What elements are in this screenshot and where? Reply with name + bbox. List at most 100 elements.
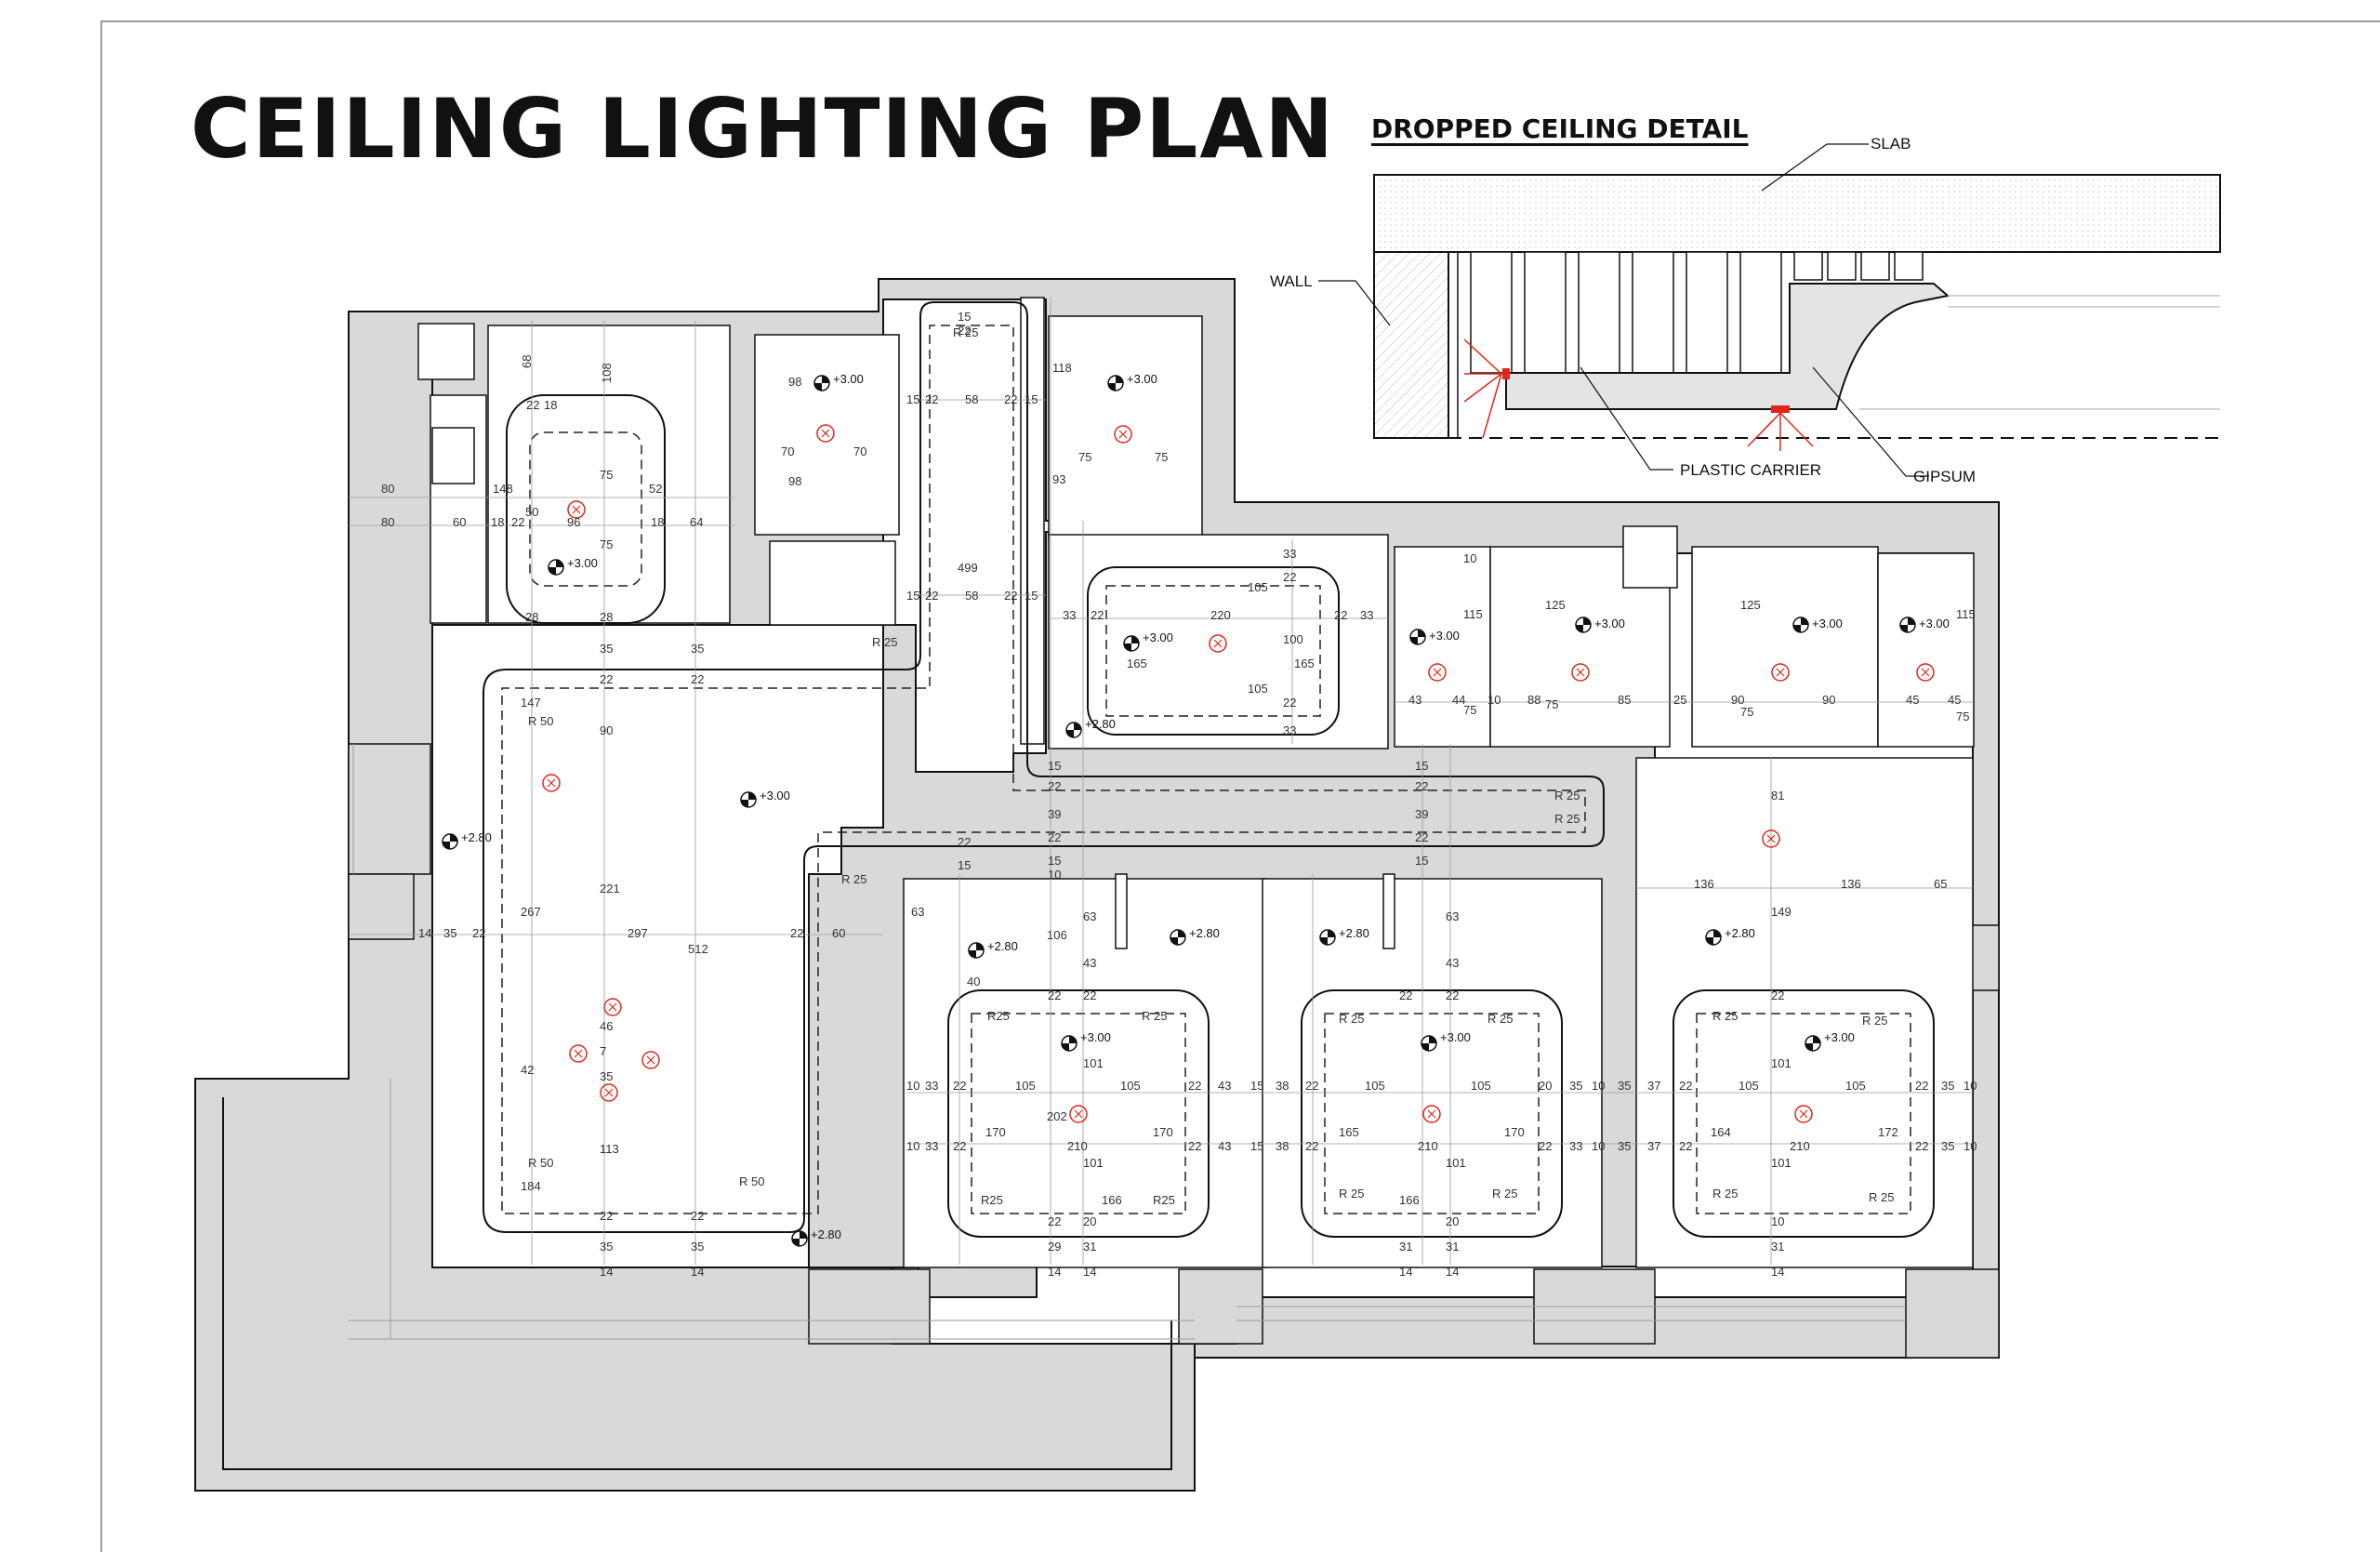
dim-label: 43 [1218,1079,1231,1093]
wall-label: WALL [1270,272,1313,290]
dim-label: 75 [1155,450,1168,464]
dim-label: 15 [1025,392,1038,406]
dim-label: 22 [1048,1214,1061,1228]
dim-label: 10 [1463,551,1476,565]
level-label: +3.00 [1824,1030,1855,1044]
dim-label: 40 [967,975,980,988]
level-mark-icon [1575,617,1592,633]
dim-label: 22 [1399,988,1412,1002]
dim-label: 43 [1446,956,1459,970]
dim-label: 63 [911,905,924,919]
plastic-carrier-label: PLASTIC CARRIER [1680,461,1821,479]
dim-label: 35 [1618,1139,1631,1153]
level-label: +3.00 [1919,617,1950,630]
dim-label: 39 [1048,807,1061,821]
dropped-ceiling-detail: SLAB WALL PLASTIC CARRIER GIPSUM [1270,135,2221,485]
level-labels: +3.00 +3.00 +3.00 +3.00 +2.80 +3.00 +3.0… [461,372,1950,1241]
dim-label: 35 [1941,1079,1954,1093]
dim-label: 10 [1964,1139,1977,1153]
dim-label: 75 [600,537,613,551]
slab-label: SLAB [1871,135,1911,153]
dim-label: 22 [1415,779,1428,793]
dim-label: 33 [925,1139,938,1153]
dim-label: 60 [453,515,466,529]
dim-label: 33 [1283,723,1296,737]
dim-label: 136 [1694,877,1714,891]
dim-label: 90 [1822,693,1835,707]
dim-label: 42 [521,1063,534,1077]
dim-label: 165 [1294,657,1315,670]
dim-label: 15 [958,310,971,324]
dim-label: 75 [1545,697,1558,711]
dim-label: 22 [1283,570,1296,584]
dim-label: 101 [1083,1156,1104,1170]
dim-label: 165 [1127,657,1147,670]
radius-label: R 25 [1142,1009,1167,1023]
dim-label: 45 [1906,693,1919,707]
level-label: +3.00 [1429,629,1460,643]
dim-label: 31 [1446,1240,1459,1254]
radius-label: R 50 [739,1174,764,1188]
dim-label: 512 [688,942,708,956]
dim-label: 221 [600,882,620,895]
dim-label: 166 [1102,1193,1122,1207]
dim-label: 35 [600,642,613,656]
level-mark-icon [1061,1035,1078,1052]
radius-label: R 25 [841,872,866,886]
dim-label: 499 [958,561,978,575]
level-mark-icon [1170,929,1186,946]
dim-label: 14 [1083,1265,1096,1279]
lower-room-walls [903,757,1974,1268]
dim-label: 10 [1048,868,1061,882]
radius-labels: R 25 R 25 R 50 R 25 R 25 R 25 R 50 R 50 … [528,325,1894,1207]
level-label: +2.80 [811,1227,841,1241]
dim-label: 10 [1488,693,1501,707]
dim-label: 44 [1452,693,1465,707]
dim-label: 125 [1740,598,1761,612]
dim-label: 14 [1399,1265,1412,1279]
level-mark-icon [1065,722,1082,738]
dim-label: 64 [690,515,703,529]
level-mark-icon [1319,929,1336,946]
level-mark-icon [1421,1035,1437,1052]
dim-label: 170 [1504,1125,1525,1139]
dim-label: 63 [1083,909,1096,923]
dim-label: 148 [493,482,513,496]
dim-label: 202 [1047,1109,1067,1123]
level-label: +3.00 [567,556,598,570]
dim-label: 220 [1210,608,1231,622]
dim-label: 88 [1527,693,1540,707]
dim-label: 22 [1188,1079,1201,1093]
level-mark-icon [548,559,564,576]
radius-label: R 25 [1862,1014,1887,1028]
dim-label: 10 [906,1139,919,1153]
dim-label: 70 [853,444,866,458]
ceiling-dashed-outlines [501,325,1911,1214]
dim-label: 90 [1731,693,1744,707]
dim-label: 75 [1956,710,1969,723]
dim-label: 15 [1025,589,1038,603]
circle-cross-icon [641,1051,660,1069]
level-label: +2.80 [1725,926,1755,940]
dim-label: 22 [1771,988,1784,1002]
detail-carrier-ribs [1470,251,1924,374]
dim-label: 115 [1463,607,1483,621]
radius-label: R 50 [528,714,553,728]
dim-label: 100 [1283,632,1303,646]
circle-cross-icon [1428,663,1447,682]
dim-label: 35 [691,1240,704,1254]
dim-label: 31 [1771,1240,1784,1254]
dim-label: 22 [1915,1079,1928,1093]
circle-cross-icon [1762,829,1780,848]
circle-cross-icon [569,1044,588,1063]
dim-label: 10 [1592,1079,1605,1093]
circle-cross-icon [816,424,835,443]
dim-label: 22 [1004,392,1017,406]
dim-label: 28 [600,610,613,624]
detail-title: DROPPED CEILING DETAIL [1371,113,1749,144]
level-mark-icon [813,375,830,391]
dim-label: 108 [600,363,614,383]
dim-label: 147 [521,696,541,710]
dim-label: 136 [1841,877,1861,891]
level-label: +3.00 [760,789,790,803]
